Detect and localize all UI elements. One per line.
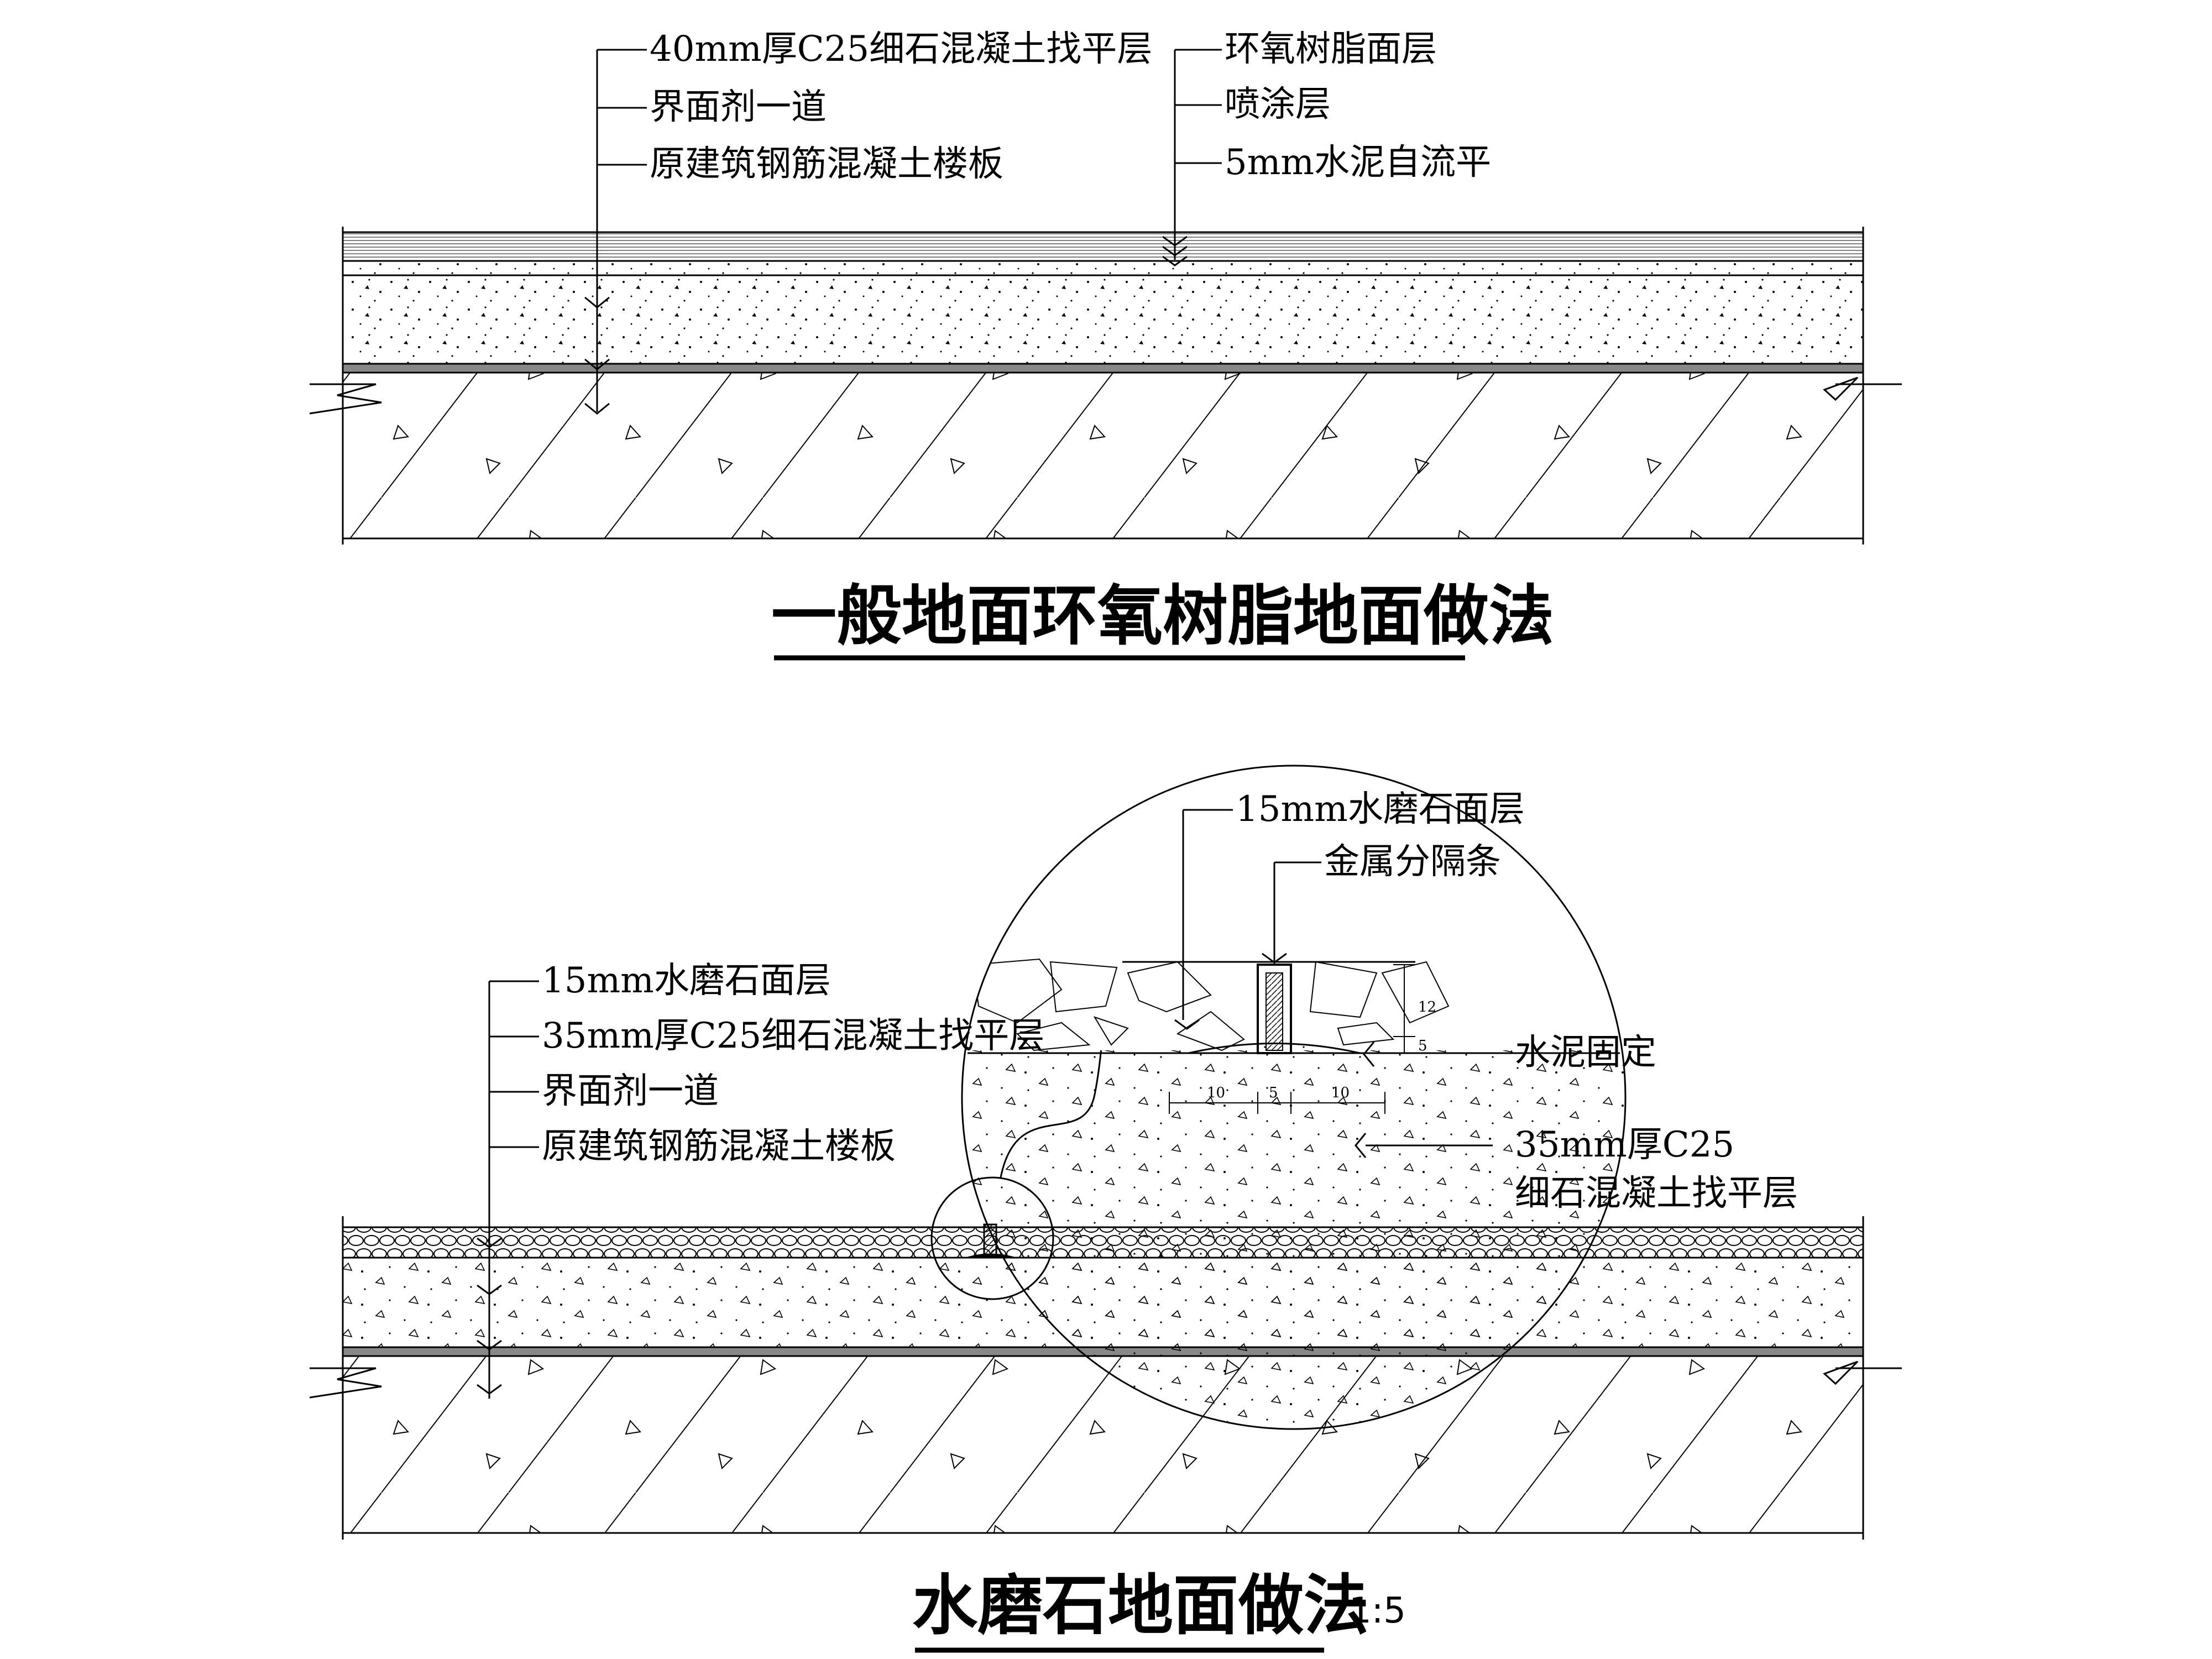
detail-1-left-leader: [584, 49, 647, 415]
terrazzo-arrow: [1174, 1019, 1200, 1030]
cement-fixing: [1188, 1043, 1361, 1054]
zoom-circle: [961, 765, 1627, 1430]
detail-2-left-leader: [477, 980, 539, 1399]
zoom-leaders: [1182, 809, 1493, 1147]
rc-slab-aggregate: [343, 373, 1863, 538]
epoxy-top-layers: [342, 231, 1864, 262]
zoom-callout-screed-line1: 35mm厚C25: [1515, 1124, 1734, 1165]
dim-height-5: 5: [1418, 1038, 1427, 1054]
dim-strip-5: 5: [1269, 1085, 1278, 1101]
dim-height-12: 12: [1418, 999, 1436, 1016]
detail-2-callout-terrazzo: 15mm水磨石面层: [542, 960, 831, 1001]
self-leveling-layer: [342, 260, 1864, 276]
detail-1-scale: 1:5: [1493, 598, 1550, 639]
detail-2-callout-interface: 界面剂一道: [542, 1071, 719, 1112]
detail-1-callout-interface: 界面剂一道: [650, 87, 827, 128]
detail-1-callout-slab: 原建筑钢筋混凝土楼板: [650, 144, 1003, 185]
zoom-callout-terrazzo: 15mm水磨石面层: [1236, 789, 1525, 830]
rc-slab-2-aggregate: [343, 1356, 1863, 1533]
zoom-dimensions: [1169, 964, 1415, 1114]
zoom-callout-cement-fixing: 水泥固定: [1515, 1032, 1656, 1073]
detail-2-scale: 1:5: [1349, 1590, 1406, 1631]
interface-agent-layer: [342, 363, 1864, 374]
dim-left-10: 10: [1207, 1085, 1225, 1101]
detail-1-epoxy-floor: 40mm厚C25细石混凝土找平层 界面剂一道 原建筑钢筋混凝土楼板 环氧树脂面层…: [309, 29, 1902, 661]
detail-1-right-leader: [1162, 49, 1222, 266]
dim-right-10: 10: [1331, 1085, 1350, 1101]
detail-2-callout-screed: 35mm厚C25细石混凝土找平层: [542, 1016, 1044, 1056]
zoom-callout-screed-line2: 细石混凝土找平层: [1515, 1173, 1798, 1214]
screed-layer: [342, 274, 1864, 365]
detail-2-callout-slab: 原建筑钢筋混凝土楼板: [542, 1126, 896, 1167]
detail-2-terrazzo-floor: 10 5 10 12 5 15mm水磨石面层 金属分隔条 水泥固定 35mm厚C…: [309, 765, 1902, 1653]
fixing-arrow: [1363, 1042, 1375, 1067]
detail-1-callout-self-leveling: 5mm水泥自流平: [1225, 142, 1491, 183]
detail-1-callout-screed: 40mm厚C25细石混凝土找平层: [650, 29, 1152, 70]
detail-1-callout-epoxy: 环氧树脂面层: [1225, 29, 1437, 70]
detail-1-title: 一般地面环氧树脂地面做法: [771, 578, 1554, 654]
zoom-callout-metal-strip: 金属分隔条: [1324, 841, 1501, 882]
zoom-terrazzo-stones: [972, 958, 1450, 1051]
detail-1-callout-spray: 喷涂层: [1225, 84, 1331, 125]
screed-arrow: [1355, 1133, 1367, 1158]
detail-2-title: 水磨石地面做法: [912, 1567, 1369, 1644]
